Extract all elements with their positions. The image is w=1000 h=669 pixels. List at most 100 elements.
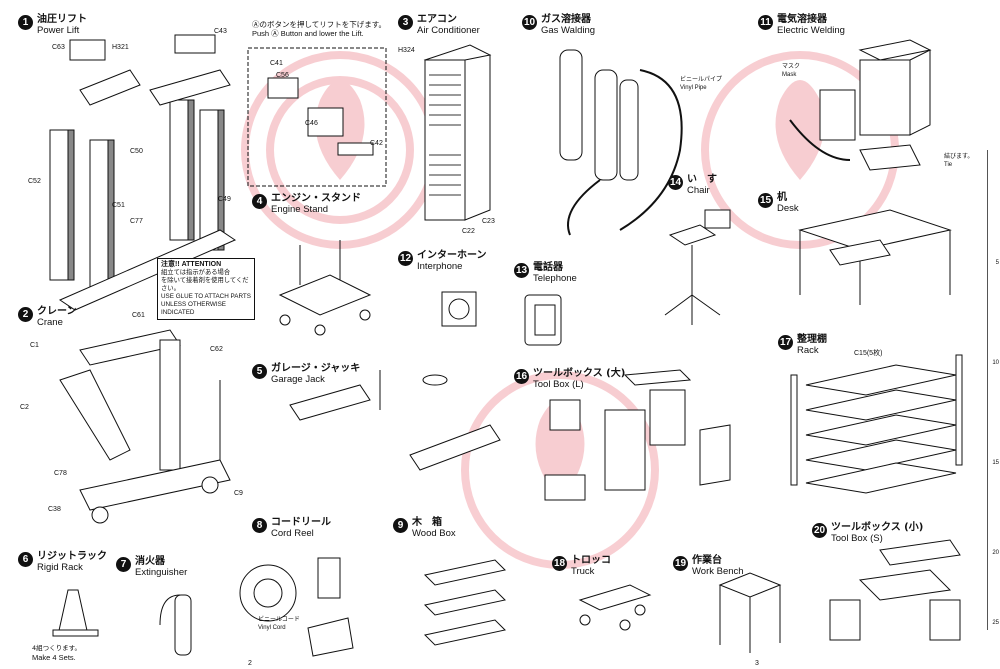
- section-title-jp: ツールボックス (小): [831, 522, 924, 533]
- rigid-rack-diagram: [52, 589, 99, 637]
- toolbox-small-diagram: [829, 539, 961, 641]
- section-number: 3: [398, 15, 413, 30]
- section-title-jp: 油圧リフト: [37, 14, 87, 25]
- section-title-jp: 消火器: [135, 556, 165, 567]
- work-bench-diagram: [718, 572, 782, 653]
- section-title-en: Chair: [687, 185, 710, 196]
- ruler-mark: 25: [992, 620, 999, 626]
- page-number-left: 2: [248, 660, 252, 667]
- chair-diagram: [664, 209, 731, 325]
- part-label: C56: [276, 72, 289, 79]
- lift-instruction-jp: Ⓐのボタンを押してリフトを下げます。: [252, 20, 387, 29]
- section-title-en: Electric Welding: [777, 25, 845, 36]
- section-number: 1: [18, 15, 33, 30]
- section-title-en: Wood Box: [412, 528, 456, 539]
- crane-diagram: [59, 329, 231, 524]
- vinyl-cord-jp: ビニールコード: [258, 616, 300, 623]
- engine-stand-diagram: [278, 240, 372, 336]
- section-title-jp: 作業台: [692, 555, 722, 566]
- lift-instruction-en: Push Ⓐ Button and lower the Lift.: [252, 29, 364, 38]
- part-label: C62: [210, 346, 223, 353]
- section-number: 14: [668, 175, 683, 190]
- section-number: 7: [116, 557, 131, 572]
- scale-ruler: 5 10 15 20 25: [987, 150, 999, 630]
- attention-head: 注意!! ATTENTION: [161, 261, 222, 268]
- ruler-mark: 20: [992, 550, 999, 556]
- telephone-diagram: [524, 294, 562, 346]
- part-label: H324: [398, 47, 415, 54]
- section-number: 2: [18, 307, 33, 322]
- section-title-jp: ツールボックス (大): [533, 368, 626, 379]
- part-label: C50: [130, 148, 143, 155]
- section-number: 9: [393, 518, 408, 533]
- section-title-jp: ガレージ・ジャッキ: [271, 363, 361, 374]
- tie-en: Tie: [944, 162, 953, 168]
- toolbox-large-diagram: [544, 369, 731, 501]
- section-title-jp: い す: [687, 174, 717, 185]
- part-label: C1: [30, 342, 39, 349]
- garage-jack-diagram: [289, 370, 501, 471]
- electric-welding-diagram: [789, 39, 932, 171]
- rigid-note-jp: 4組つくります。: [32, 644, 81, 652]
- section-title-en: Cord Reel: [271, 528, 314, 539]
- section-title-jp: エンジン・スタンド: [271, 193, 361, 204]
- part-label: C23: [482, 218, 495, 225]
- mask-en: Mask: [782, 72, 797, 78]
- section-title-en: Tool Box (S): [831, 533, 883, 544]
- section-title-jp: 電気溶接器: [777, 14, 827, 25]
- section-title-en: Tool Box (L): [533, 379, 584, 390]
- section-title-en: Rack: [797, 345, 819, 356]
- section-number: 20: [812, 523, 827, 538]
- section-number: 5: [252, 364, 267, 379]
- part-label: C38: [48, 506, 61, 513]
- page-number-right: 3: [755, 660, 759, 667]
- tie-note: 結びます。 Tie: [944, 152, 973, 170]
- section-number: 12: [398, 251, 413, 266]
- section-title-en: Work Bench: [692, 566, 744, 577]
- lift-detail-box: [247, 47, 387, 187]
- attention-jp-2: を除いて接着剤を使用してください。: [161, 277, 249, 292]
- section-number: 11: [758, 15, 773, 30]
- section-title-en: Rigid Rack: [37, 562, 83, 573]
- part-label: C43: [214, 28, 227, 35]
- section-title-en: Engine Stand: [271, 204, 329, 215]
- vinyl-pipe-en: Vinyl Pipe: [680, 85, 707, 91]
- part-label: C46: [305, 120, 318, 127]
- part-label: C63: [52, 44, 65, 51]
- part-label: C61: [132, 312, 145, 319]
- part-label: C51: [112, 202, 125, 209]
- section-title-en: Crane: [37, 317, 63, 328]
- part-label: C9: [234, 490, 243, 497]
- section-number: 17: [778, 335, 793, 350]
- desk-diagram: [798, 209, 952, 305]
- section-number: 8: [252, 518, 267, 533]
- section-title-jp: コードリール: [271, 517, 331, 528]
- section-number: 6: [18, 552, 33, 567]
- section-number: 15: [758, 193, 773, 208]
- rigid-note-en: Make 4 Sets.: [32, 653, 76, 662]
- interphone-diagram: [441, 291, 477, 327]
- vinyl-pipe-jp: ビニールパイプ: [680, 76, 723, 83]
- attention-box: 注意!! ATTENTION 組立ては指示がある場合 を除いて接着剤を使用してく…: [157, 258, 255, 320]
- section-title-en: Air Conditioner: [417, 25, 480, 36]
- section-title-jp: トロッコ: [571, 555, 611, 566]
- section-title-en: Extinguisher: [135, 567, 188, 578]
- vinyl-cord-en: Vinyl Cord: [258, 625, 286, 631]
- section-title-en: Power Lift: [37, 25, 80, 36]
- ruler-mark: 5: [995, 260, 999, 266]
- section-number: 16: [514, 369, 529, 384]
- ruler-mark: 15: [992, 460, 999, 466]
- section-title-en: Gas Walding: [541, 25, 596, 36]
- section-title-jp: 木 箱: [412, 517, 442, 528]
